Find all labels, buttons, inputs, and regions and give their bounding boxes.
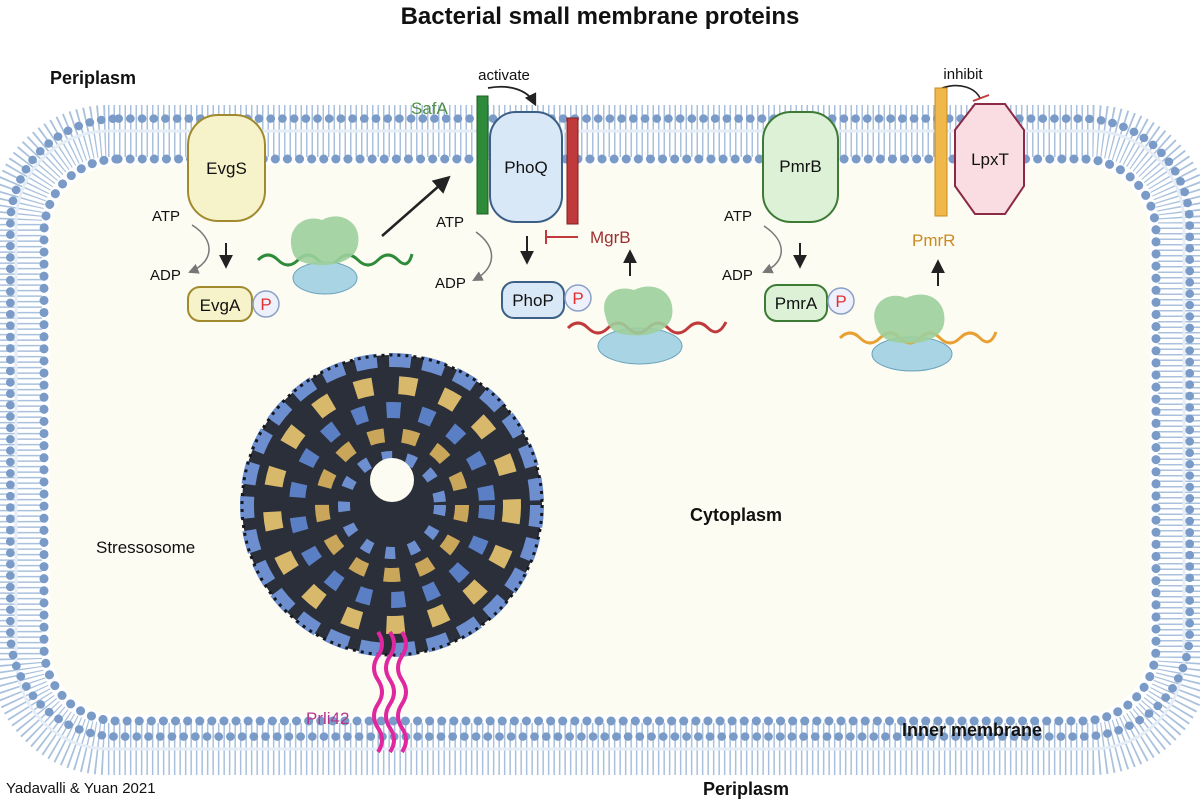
evga-phospho-label: P: [260, 295, 271, 314]
mgrb-ribosome-large-subunit: [604, 286, 673, 336]
lpxt-protein: [954, 103, 1025, 215]
phoq-system: activate SafA PhoQ ATP ADP MgrB PhoP P: [411, 67, 637, 319]
pmrr-ribosome-large-subunit: [874, 294, 945, 344]
mgrb-inhibition: [545, 230, 578, 244]
pmrb-atp-arrow: [762, 225, 782, 274]
pmrb-system: PmrB ATP ADP PmrA P: [722, 111, 855, 322]
mgrb-protein: [566, 117, 579, 225]
prli42-helices: [372, 630, 408, 754]
phoq-atp-label: ATP: [436, 214, 464, 231]
evga-phospho-badge: [252, 290, 280, 318]
mgrb-label: MgrB: [590, 228, 631, 247]
prli42-label: Prli42: [306, 709, 349, 728]
evgs-atp-label: ATP: [152, 208, 180, 225]
periplasm-top-label: Periplasm: [50, 68, 136, 88]
safa-protein: [476, 95, 489, 215]
evgs-atp-arrow: [188, 224, 210, 274]
pmra-phospho-badge: [827, 287, 855, 315]
membrane-outer-heads: [5, 114, 1195, 741]
phoq-adp-label: ADP: [435, 275, 466, 292]
inhibit-arc: [941, 84, 981, 99]
inhibit-bar: [972, 94, 990, 102]
pmrb-atp-label: ATP: [724, 208, 752, 225]
phoq-label: PhoQ: [504, 158, 547, 177]
lpxt-system: inhibit LpxT PmrR: [912, 66, 1025, 286]
pmrb-adp-label: ADP: [722, 267, 753, 284]
safa-label: SafA: [411, 99, 449, 118]
pmra-label: PmrA: [775, 294, 818, 313]
pmra-phospho-label: P: [835, 292, 846, 311]
figure-title: Bacterial small membrane proteins: [401, 3, 800, 30]
safa-ribosome-large-subunit: [290, 216, 359, 266]
activate-label: activate: [478, 67, 530, 84]
membrane-midline: [14, 129, 1186, 751]
citation: Yadavalli & Yuan 2021: [6, 780, 156, 797]
phop-label: PhoP: [512, 291, 554, 310]
phop-protein: [501, 281, 565, 319]
phoq-protein: [489, 111, 563, 223]
activate-arrow: [487, 85, 537, 107]
pmrr-ribosome: [838, 294, 998, 372]
cytoplasm-label: Cytoplasm: [690, 505, 782, 525]
safa-ribosome-small-subunit: [292, 261, 358, 295]
pmra-protein: [764, 284, 828, 322]
evgs-system: EvgS ATP ADP EvgA P: [150, 114, 280, 322]
pmrr-protein: [934, 87, 948, 217]
stressosome: Stressosome Prli42: [96, 353, 544, 754]
pmrb-label: PmrB: [779, 157, 822, 176]
evga-label: EvgA: [200, 296, 241, 315]
inner-membrane-bilayer: [0, 105, 1200, 775]
lpxt-label: LpxT: [971, 150, 1009, 169]
pmrr-label: PmrR: [912, 231, 955, 250]
phop-phospho-label: P: [572, 289, 583, 308]
stressosome-label: Stressosome: [96, 538, 195, 557]
evga-protein: [187, 286, 253, 322]
pmrb-protein: [762, 111, 839, 223]
safa-export-arrow: [381, 175, 451, 237]
membrane-inner-heads: [39, 154, 1161, 726]
periplasm-bottom-label: Periplasm: [703, 779, 789, 799]
mgrb-ribosome: [566, 286, 728, 365]
evgs-label: EvgS: [206, 159, 247, 178]
phop-phospho-badge: [564, 284, 592, 312]
inhibit-label: inhibit: [943, 66, 983, 83]
inner-membrane-label: Inner membrane: [902, 720, 1042, 740]
stressosome-complex-picture: [240, 353, 544, 657]
evgs-adp-label: ADP: [150, 267, 181, 284]
evgs-protein: [187, 114, 266, 222]
safa-ribosome: [256, 175, 451, 295]
cytoplasm-area: [50, 165, 1150, 715]
phoq-atp-arrow: [472, 231, 493, 282]
